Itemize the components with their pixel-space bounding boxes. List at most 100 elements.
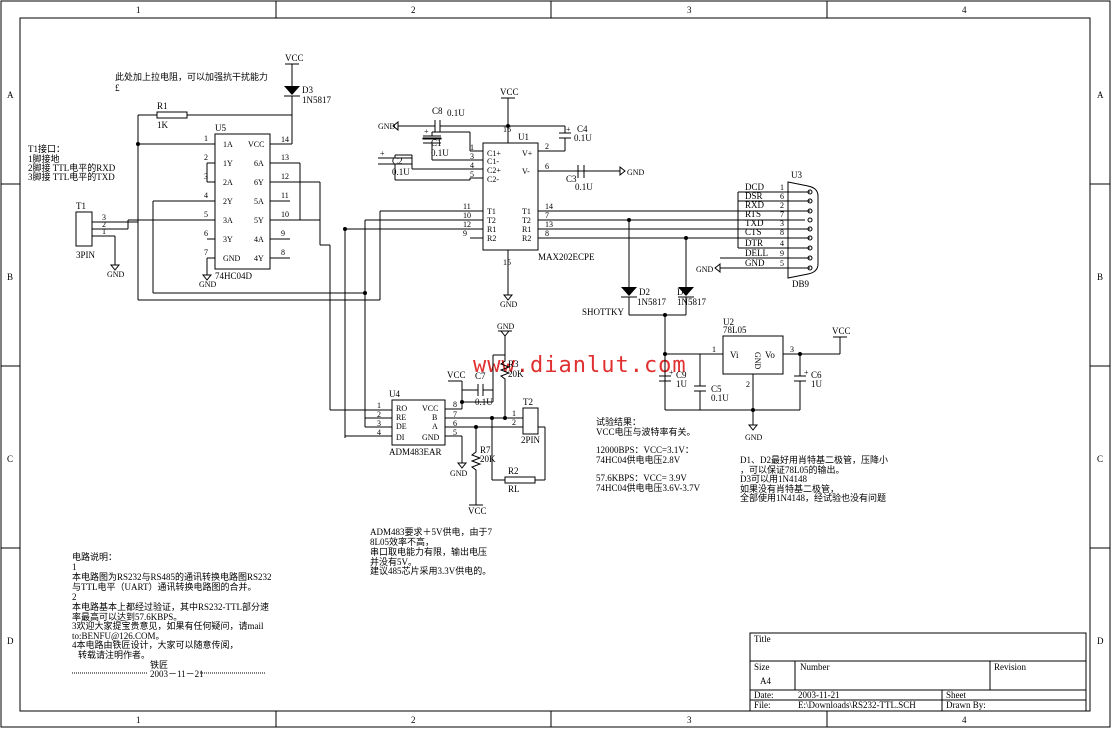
svg-text:C8: C8 <box>432 106 443 116</box>
svg-text:C5: C5 <box>711 384 722 394</box>
note-circuit: 电路说明： 1 本电路图为RS232与RS485的通讯转换电路图RS232 与T… <box>72 551 272 679</box>
svg-text:R2: R2 <box>522 234 531 243</box>
svg-text:RXD: RXD <box>745 200 765 210</box>
svg-text:0.1U: 0.1U <box>575 182 593 192</box>
svg-text:£: £ <box>115 83 120 93</box>
svg-text:C1+: C1+ <box>487 149 501 158</box>
svg-text:C2+: C2+ <box>487 166 501 175</box>
row-label-d-r: D <box>1097 636 1104 646</box>
svg-text:6: 6 <box>453 419 457 428</box>
svg-text:D1、D2最好用肖特基二极管，压降小: D1、D2最好用肖特基二极管，压降小 <box>740 454 888 465</box>
row-label-a-r: A <box>1097 90 1104 100</box>
svg-text:14: 14 <box>545 202 553 211</box>
svg-text:GND: GND <box>378 122 396 131</box>
svg-text:10: 10 <box>281 210 289 219</box>
svg-text:5: 5 <box>453 428 457 437</box>
svg-text:1A: 1A <box>223 140 233 149</box>
svg-text:74HC04D: 74HC04D <box>215 271 253 281</box>
svg-text:C3: C3 <box>566 174 577 184</box>
svg-text:2: 2 <box>746 380 750 389</box>
svg-text:1Y: 1Y <box>223 159 233 168</box>
svg-text:R7: R7 <box>480 445 491 455</box>
title-block: Title Size A4 Number Revision Date: 2003… <box>749 632 1087 712</box>
svg-text:6Y: 6Y <box>254 178 264 187</box>
svg-text:GND: GND <box>627 168 645 177</box>
svg-text:3: 3 <box>790 345 794 354</box>
diode-d3: VCC D3 1N5817 14 <box>270 53 331 145</box>
svg-text:TXD: TXD <box>745 218 764 228</box>
svg-text:+: + <box>669 368 674 377</box>
col-label-3: 3 <box>687 5 692 15</box>
svg-text:3: 3 <box>204 172 208 181</box>
row-label-c-r: C <box>1097 454 1103 464</box>
svg-text:3: 3 <box>102 213 106 222</box>
svg-text:20K: 20K <box>508 369 524 379</box>
svg-text:16: 16 <box>503 125 511 134</box>
svg-text:DTR: DTR <box>745 238 763 248</box>
connector-t1: T1 3PIN 3 2 1 GND <box>75 201 138 279</box>
col-label-4b: 4 <box>962 715 967 725</box>
svg-text:Date:: Date: <box>754 690 774 700</box>
svg-text:7: 7 <box>453 410 457 419</box>
svg-text:File:: File: <box>754 700 771 710</box>
svg-text:GND: GND <box>753 352 762 370</box>
svg-text:2Y: 2Y <box>223 197 233 206</box>
note-test: 试验结果： VCC电压与波特率有关。 12000BPS：VCC=3.1V： 74… <box>596 416 701 493</box>
svg-text:2: 2 <box>780 201 784 210</box>
svg-text:此处加上拉电阻，可以加强抗干扰能力: 此处加上拉电阻，可以加强抗干扰能力 <box>115 71 268 82</box>
svg-text:VCC: VCC <box>500 87 519 97</box>
svg-text:4A: 4A <box>254 235 264 244</box>
chip-u4: U4 ADM483EAR RO RE DE DI 1 2 3 4 VCC B A… <box>320 244 546 516</box>
svg-text:D3: D3 <box>302 85 313 95</box>
svg-text:RTS: RTS <box>745 209 761 219</box>
svg-text:MAX202ECPE: MAX202ECPE <box>538 252 595 262</box>
col-label-2: 2 <box>411 5 416 15</box>
svg-text:20K: 20K <box>480 454 496 464</box>
svg-text:3: 3 <box>470 152 474 161</box>
svg-text:1: 1 <box>712 345 716 354</box>
svg-text:E:\Downloads\RS232-TTL.SCH: E:\Downloads\RS232-TTL.SCH <box>798 700 916 710</box>
svg-text:0.1U: 0.1U <box>447 108 465 118</box>
svg-text:2: 2 <box>377 410 381 419</box>
svg-text:DE: DE <box>396 422 407 431</box>
row-label-a: A <box>7 90 14 100</box>
svg-text:8: 8 <box>780 228 784 237</box>
svg-text:率最高可以达到57.6KBPS。: 率最高可以达到57.6KBPS。 <box>72 611 182 622</box>
svg-text:7: 7 <box>545 211 549 220</box>
chip-u1: U1 MAX202ECPE VCC 16 15 GND C1+ C1- C2+ … <box>343 87 805 438</box>
svg-text:电路说明：: 电路说明： <box>72 551 117 562</box>
svg-text:C6: C6 <box>811 370 822 380</box>
svg-text:T1: T1 <box>522 207 531 216</box>
note-t1: T1接口： 1脚接地 2脚接 TTL电平的RXD 3脚接 TTL电平的TXD <box>28 143 116 182</box>
svg-text:0.1U: 0.1U <box>392 167 410 177</box>
col-label-4: 4 <box>962 5 967 15</box>
svg-text:A: A <box>432 422 438 431</box>
svg-text:C2-: C2- <box>487 175 499 184</box>
svg-text:9: 9 <box>780 249 784 258</box>
svg-text:B: B <box>432 413 437 422</box>
svg-text:1N5817: 1N5817 <box>637 297 666 307</box>
svg-text:3PIN: 3PIN <box>76 250 96 260</box>
svg-text:2003－11－21: 2003－11－21 <box>150 669 204 679</box>
svg-text:Revision: Revision <box>994 662 1027 672</box>
svg-text:3A: 3A <box>223 216 233 225</box>
svg-text:C1: C1 <box>431 138 442 148</box>
svg-text:R1: R1 <box>487 225 496 234</box>
svg-text:T1: T1 <box>76 201 86 211</box>
svg-text:R2: R2 <box>508 466 519 476</box>
svg-text:C9: C9 <box>676 370 687 380</box>
svg-text:2: 2 <box>512 418 516 427</box>
svg-text:5: 5 <box>470 170 474 179</box>
svg-text:R3: R3 <box>508 359 519 369</box>
svg-text:1K: 1K <box>157 120 169 130</box>
svg-text:SHOTTKY: SHOTTKY <box>582 307 624 317</box>
svg-text:13: 13 <box>545 220 553 229</box>
svg-text:9: 9 <box>281 229 285 238</box>
svg-text:Number: Number <box>800 662 830 672</box>
svg-text:本电路图为RS232与RS485的通讯转换电路图RS232: 本电路图为RS232与RS485的通讯转换电路图RS232 <box>72 571 272 582</box>
svg-text:GND: GND <box>745 433 763 442</box>
svg-text:VCC: VCC <box>285 53 304 63</box>
svg-text:本电路基本上都经过验证，其中RS232-TTL部分速: 本电路基本上都经过验证，其中RS232-TTL部分速 <box>72 601 269 612</box>
svg-text:DELL: DELL <box>745 248 768 258</box>
